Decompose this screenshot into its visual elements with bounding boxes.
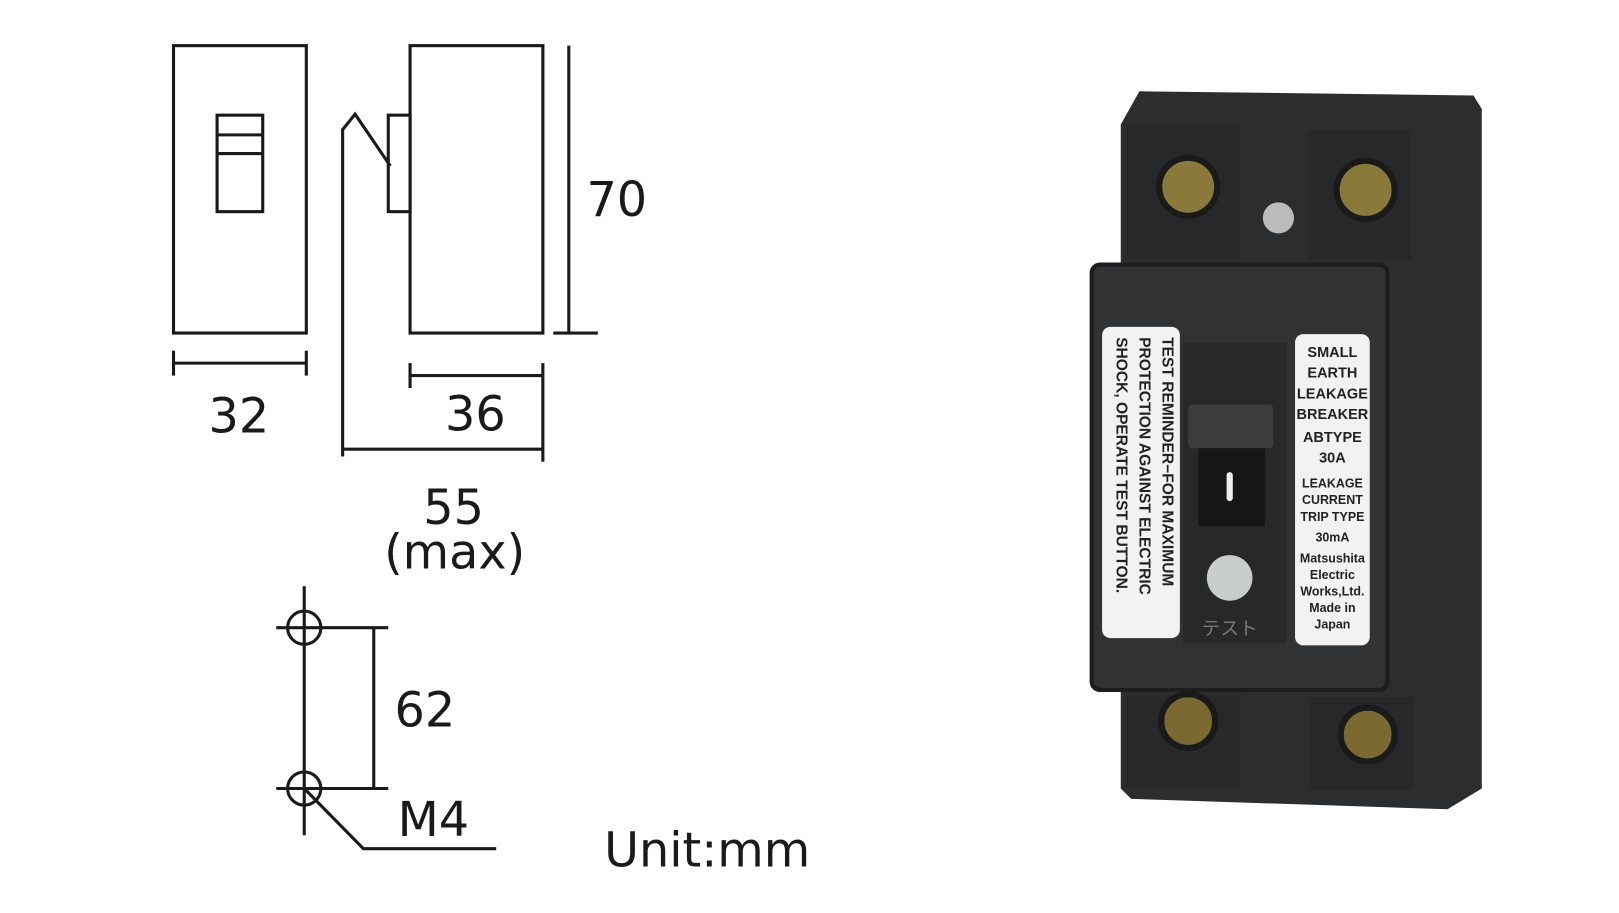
svg-text:SMALL: SMALL — [1307, 345, 1357, 361]
dim-pitch: 62 — [395, 683, 456, 738]
front-view — [171, 44, 308, 376]
side-view — [341, 44, 598, 462]
svg-text:Electric: Electric — [1310, 568, 1355, 582]
svg-text:TEST REMINDER−FOR MAXIMUM: TEST REMINDER−FOR MAXIMUM — [1158, 337, 1175, 586]
dim-screw: M4 — [398, 793, 470, 848]
svg-text:30mA: 30mA — [1315, 531, 1349, 545]
dim-width: 32 — [209, 390, 270, 445]
unit-label: Unit:mm — [604, 823, 810, 878]
svg-text:LEAKAGE: LEAKAGE — [1297, 386, 1368, 402]
svg-text:Japan: Japan — [1314, 618, 1350, 632]
dim-depth-max: 55 — [423, 481, 484, 536]
svg-text:CURRENT: CURRENT — [1302, 493, 1363, 507]
svg-text:30A: 30A — [1319, 451, 1346, 467]
svg-text:Matsushita: Matsushita — [1300, 551, 1365, 565]
svg-text:EARTH: EARTH — [1307, 366, 1357, 382]
mounting-view — [276, 586, 497, 851]
svg-text:PROTECTION AGAINST ELECTRIC: PROTECTION AGAINST ELECTRIC — [1135, 337, 1152, 595]
svg-text:LEAKAGE: LEAKAGE — [1302, 477, 1363, 491]
svg-text:TRIP TYPE: TRIP TYPE — [1300, 510, 1364, 524]
dim-depth: 36 — [445, 388, 506, 443]
dim-depth-max-note: (max) — [384, 526, 525, 581]
dim-height: 70 — [586, 173, 647, 228]
svg-text:Made in: Made in — [1309, 601, 1355, 615]
breaker-photo: テスト TEST REMINDER−FOR MAXIMUM PROTECTION… — [1089, 91, 1482, 810]
left-label: TEST REMINDER−FOR MAXIMUM PROTECTION AGA… — [1113, 337, 1176, 595]
svg-text:SHOCK, OPERATE TEST BUTTON.: SHOCK, OPERATE TEST BUTTON. — [1113, 337, 1130, 593]
right-label: SMALL EARTH LEAKAGE BREAKER ABTYPE 30A L… — [1297, 345, 1369, 632]
svg-text:Works,Ltd.: Works,Ltd. — [1300, 585, 1364, 599]
svg-text:BREAKER: BREAKER — [1297, 407, 1369, 423]
test-button-label: テスト — [1202, 619, 1258, 640]
svg-text:ABTYPE: ABTYPE — [1303, 430, 1362, 446]
